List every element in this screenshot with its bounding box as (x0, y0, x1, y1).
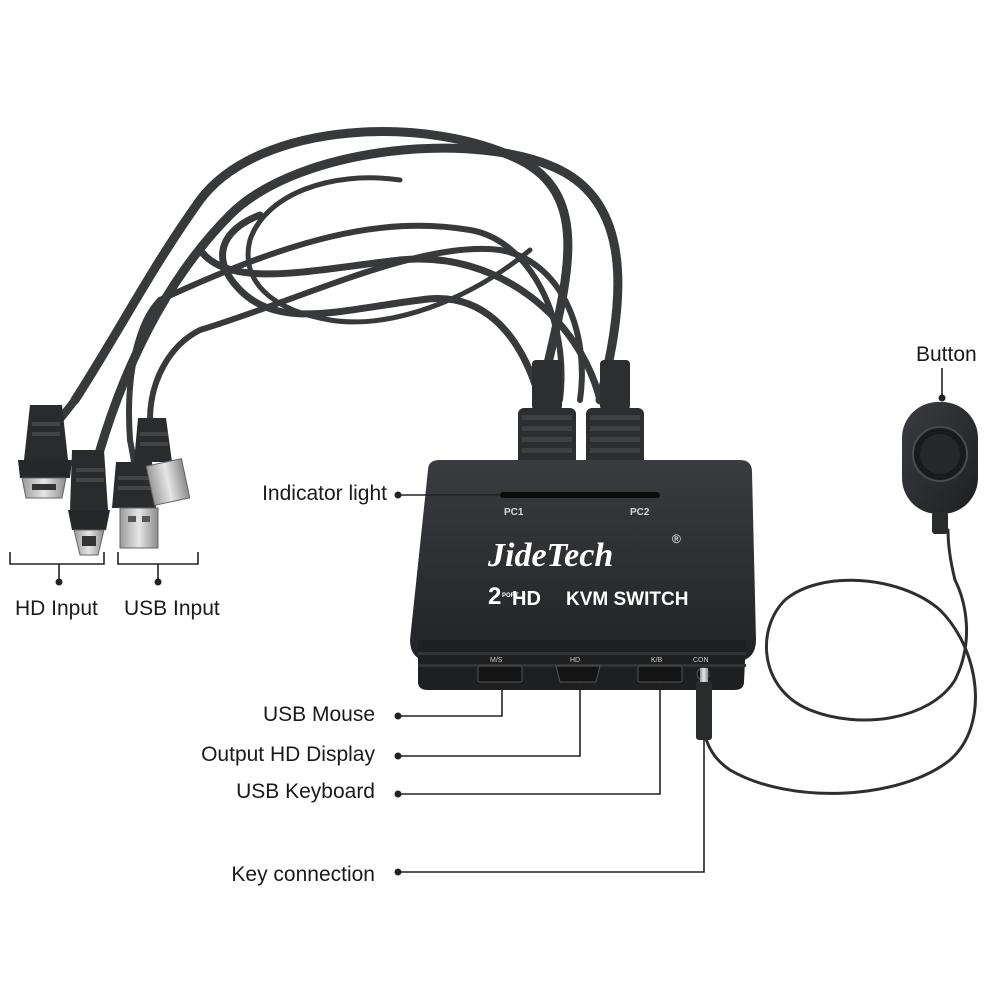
callout-indicator-light: Indicator light (262, 482, 387, 505)
cable-bundle (70, 127, 623, 455)
pc2-label: PC2 (630, 507, 650, 518)
port-hd-output (555, 665, 601, 683)
cable-loop-5 (126, 222, 565, 443)
callout-dots (55, 394, 946, 876)
port-ms-label: M/S (490, 657, 503, 664)
cable-loop-3 (219, 211, 544, 404)
callout-button: Button (916, 343, 977, 366)
callout-usb-mouse: USB Mouse (262, 703, 375, 726)
button-plug (696, 680, 712, 740)
push-button-icon (902, 402, 978, 534)
callout-key-connection: Key connection (231, 863, 375, 886)
port-count: 2 (488, 583, 501, 610)
callout-lines (9, 368, 943, 873)
cable-loop-6 (147, 245, 585, 423)
callout-hd-input: HD Input (15, 597, 98, 620)
product-label: KVM SWITCH (566, 589, 688, 610)
callout-output-hd-display: Output HD Display (201, 743, 375, 766)
port-usb-keyboard (637, 665, 683, 683)
strain-relief-right (586, 360, 644, 466)
usb-connector-icon (134, 418, 191, 506)
strain-relief-left (518, 360, 576, 466)
button-plug-tip (700, 668, 708, 682)
callout-usb-input: USB Input (124, 597, 220, 620)
button-cable (701, 528, 977, 795)
port-con-label: CON (693, 657, 709, 664)
hdmi-connector-icon (68, 450, 110, 556)
cable-loop-2 (95, 143, 623, 455)
indicator-light-slot (500, 492, 660, 498)
port-kb-label: K/B (651, 657, 663, 664)
port-hd-label: HD (570, 657, 580, 664)
registered-mark: ® (672, 532, 681, 546)
hd-label: HD (512, 588, 541, 610)
hdmi-connector-icon (18, 405, 72, 499)
cable-loop-1 (70, 127, 573, 405)
callout-usb-keyboard: USB Keyboard (236, 780, 375, 803)
cable-loop-7 (245, 175, 533, 325)
usb-connector-icon (112, 462, 159, 549)
pc1-label: PC1 (504, 507, 524, 518)
port-usb-mouse (477, 665, 523, 683)
kvm-switch-body (410, 460, 756, 690)
brand-logo: JideTech (487, 537, 613, 574)
port-word: PORT (502, 593, 519, 599)
